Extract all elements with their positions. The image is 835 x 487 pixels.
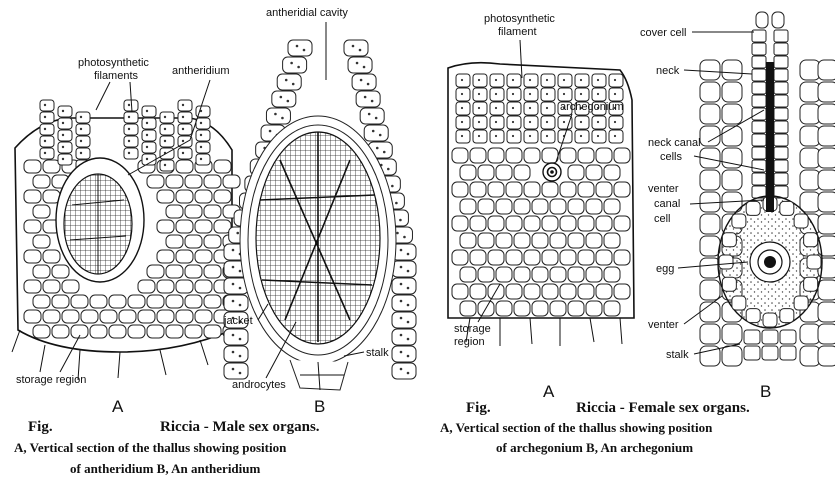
male-label-androcytes: androcytes	[232, 379, 286, 391]
male-label-antheridium: antheridium	[172, 65, 229, 77]
female-caption-fig: Fig.	[466, 400, 491, 416]
male-label-jacket: jacket	[223, 315, 253, 327]
male-label-storage-region: storage region	[16, 374, 86, 386]
male-antheridium-b	[224, 40, 416, 390]
male-caption-line1: A, Vertical section of the thallus showi…	[14, 440, 287, 455]
female-label-photosynthetic: photosynthetic	[484, 13, 555, 25]
female-label-neck: neck	[656, 65, 680, 77]
female-label-venter: venter	[648, 183, 679, 195]
female-caption-line2: of archegonium B, An archegonium	[496, 440, 693, 455]
male-caption-fig: Fig.	[28, 419, 53, 435]
male-label-photosynthetic: photosynthetic	[78, 57, 149, 69]
female-storage-cells	[452, 148, 630, 316]
female-label-archegonium: archegonium	[560, 101, 624, 113]
female-label-stalk: stalk	[666, 349, 689, 361]
female-label-cells: cells	[660, 151, 683, 163]
female-label-filament: filament	[498, 26, 537, 38]
male-label-filaments: filaments	[94, 70, 139, 82]
female-label-region: region	[454, 336, 485, 348]
female-label-cell: cell	[654, 213, 671, 225]
female-label-cover-cell: cover cell	[640, 27, 686, 39]
male-caption-line2: of antheridium B, An antheridium	[70, 461, 261, 476]
male-letter-a: A	[112, 397, 124, 416]
female-label-neck-canal: neck canal	[648, 137, 701, 149]
female-label-venter-2: venter	[648, 319, 679, 331]
male-label-antheridial-cavity: antheridial cavity	[266, 7, 348, 19]
female-archegonium-b	[700, 12, 835, 366]
female-stalk-cells	[744, 330, 796, 360]
female-caption-line1: A, Vertical section of the thallus showi…	[440, 420, 713, 435]
male-thallus-section-a	[12, 100, 240, 380]
female-caption-title: Riccia - Female sex organs.	[576, 400, 750, 416]
female-letter-a: A	[543, 382, 555, 401]
female-label-canal: canal	[654, 198, 680, 210]
female-label-storage: storage	[454, 323, 491, 335]
male-label-stalk: stalk	[366, 347, 389, 359]
male-caption-title: Riccia - Male sex organs.	[160, 419, 320, 435]
female-label-egg: egg	[656, 263, 674, 275]
female-neck-canal-cells	[766, 62, 774, 212]
male-letter-b: B	[314, 397, 325, 416]
female-letter-b: B	[760, 382, 771, 401]
